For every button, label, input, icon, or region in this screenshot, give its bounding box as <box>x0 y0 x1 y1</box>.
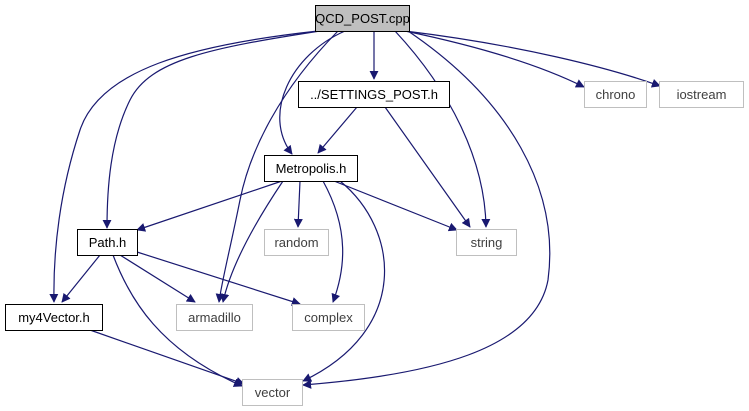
edge-path-h-to-my4vector-h <box>61 254 101 303</box>
node-box <box>264 155 358 182</box>
node-label: Path.h <box>89 235 127 250</box>
nodes-layer: QCD_POST.cpp ../SETTINGS_POST.h chrono iost… <box>5 5 744 406</box>
edge-path-h-to-complex <box>136 251 301 306</box>
node-box <box>77 229 138 256</box>
edge-qcd-post-cpp-to-metropolis-h <box>279 30 346 155</box>
edge-my4vector-h-to-vector <box>89 329 245 386</box>
edge-qcd-post-cpp-to-iostream <box>404 30 661 88</box>
node-string: string <box>456 229 517 256</box>
node-label: ../SETTINGS_POST.h <box>310 87 438 102</box>
edge-path-h-to-vector <box>112 254 243 387</box>
node-label: complex <box>304 310 353 325</box>
node-label: iostream <box>677 87 727 102</box>
edge-metropolis-h-to-vector <box>302 180 386 382</box>
node-qcd-post-cpp: QCD_POST.cpp <box>315 5 410 32</box>
edge-metropolis-h-to-complex <box>322 180 344 303</box>
node-vector: vector <box>242 379 303 406</box>
node-my4vector-h[interactable]: my4Vector.h <box>5 304 103 331</box>
node-label: Metropolis.h <box>276 161 347 176</box>
node-box <box>659 81 744 108</box>
node-box <box>292 304 365 331</box>
node-iostream: iostream <box>659 81 744 108</box>
edge-qcd-post-cpp-to-path-h <box>102 30 321 229</box>
node-path-h[interactable]: Path.h <box>77 229 138 256</box>
node-box <box>298 81 450 108</box>
edges-layer <box>49 30 661 389</box>
node-label: random <box>274 235 318 250</box>
node-box <box>176 304 253 331</box>
node-settings-post-h[interactable]: ../SETTINGS_POST.h <box>298 81 450 108</box>
node-box <box>242 379 303 406</box>
edge-settings-post-h-to-metropolis-h <box>317 106 358 154</box>
node-chrono: chrono <box>584 81 647 108</box>
edge-qcd-post-cpp-to-armadillo <box>215 30 339 303</box>
node-metropolis-h[interactable]: Metropolis.h <box>264 155 358 182</box>
edge-qcd-post-cpp-to-vector <box>302 30 551 389</box>
edge-metropolis-h-to-random <box>293 180 303 228</box>
node-armadillo: armadillo <box>176 304 253 331</box>
edge-metropolis-h-to-path-h <box>136 180 283 232</box>
node-label: vector <box>255 385 291 400</box>
node-label: my4Vector.h <box>18 310 90 325</box>
node-box <box>456 229 517 256</box>
edge-settings-post-h-to-string <box>384 106 471 228</box>
edge-qcd-post-cpp-to-chrono <box>404 30 585 88</box>
node-label: string <box>471 235 503 250</box>
edge-metropolis-h-to-string <box>333 180 458 232</box>
node-box <box>315 5 410 32</box>
node-box <box>584 81 647 108</box>
node-box <box>264 229 329 256</box>
node-random: random <box>264 229 329 256</box>
node-box <box>5 304 103 331</box>
edge-qcd-post-cpp-to-string <box>394 30 491 228</box>
edge-metropolis-h-to-armadillo <box>220 180 284 303</box>
node-label: QCD_POST.cpp <box>315 11 410 26</box>
node-label: chrono <box>596 87 636 102</box>
node-complex: complex <box>292 304 365 331</box>
node-label: armadillo <box>188 310 241 325</box>
edge-qcd-post-cpp-to-my4vector-h <box>49 30 319 303</box>
edge-path-h-to-armadillo <box>119 254 196 303</box>
